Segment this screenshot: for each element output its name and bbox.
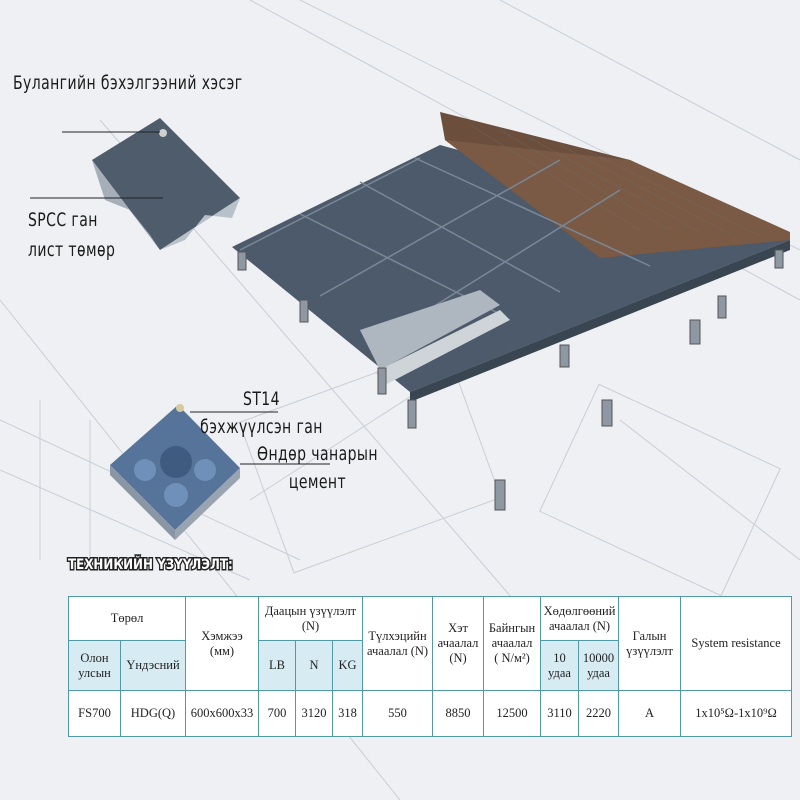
header-uniform: Байнгын ачаалал( N/м²): [483, 596, 542, 691]
callout-corner-part: Булангийн бэхэлгээний хэсэг: [13, 72, 243, 94]
header-rolling-10: 10 удаа: [540, 640, 580, 691]
header-rolling: Хөдөлгөөний ачаалал (N): [540, 596, 620, 641]
header-capacity: Даацын үзүүлэлт (N): [257, 596, 364, 641]
header-international: Олон улсын: [68, 640, 121, 691]
cell-kg: 318: [331, 690, 364, 737]
corner-panel-illustration: [30, 118, 240, 250]
header-rolling-10000: 10000 удаа: [578, 640, 620, 691]
cell-size: 600x600x33: [185, 690, 259, 737]
cement-panel-illustration: [110, 404, 330, 540]
header-n: N: [295, 640, 333, 691]
cell-international: FS700: [68, 690, 121, 737]
header-national: Үндэсний: [120, 640, 186, 691]
cell-uniform: 12500: [483, 690, 542, 737]
cell-rolling-10: 3110: [540, 690, 580, 737]
callout-st14: ST14 бэхжүүлсэн ган: [200, 388, 323, 438]
cell-rolling-10000: 2220: [578, 690, 620, 737]
spec-table: Төрөл Хэмжээ (мм) Даацын үзүүлэлт (N) Тү…: [68, 596, 793, 737]
callout-spcc: SPCC ган лист төмөр: [28, 209, 116, 261]
header-type: Төрөл: [68, 596, 186, 641]
header-resistance: System resistance: [680, 596, 793, 691]
cell-lb: 700: [258, 690, 296, 737]
header-point: Хэт ачаалал (N): [432, 596, 485, 691]
header-kg: KG: [331, 640, 364, 691]
section-title: ТЕХНИКИЙН ҮЗҮҮЛЭЛТ:: [67, 556, 234, 575]
header-size: Хэмжээ (мм): [185, 596, 259, 691]
cell-impact: 550: [362, 690, 434, 737]
cell-point: 8850: [432, 690, 485, 737]
cell-n: 3120: [295, 690, 333, 737]
cell-fire: A: [618, 690, 682, 737]
cell-resistance: 1x10⁵Ω-1x10⁹Ω: [680, 690, 793, 737]
header-fire: Галын үзүүлэлт: [618, 596, 682, 691]
raised-floor: [232, 112, 790, 511]
callout-cement: Өндөр чанарын цемент: [257, 443, 378, 493]
cell-national: HDG(Q): [120, 690, 186, 737]
header-lb: LB: [258, 640, 296, 691]
header-impact: Түлхэцийн ачаалал (N): [362, 596, 434, 691]
table-row: FS700 HDG(Q) 600x600x33 700 3120 318 550…: [68, 690, 793, 737]
